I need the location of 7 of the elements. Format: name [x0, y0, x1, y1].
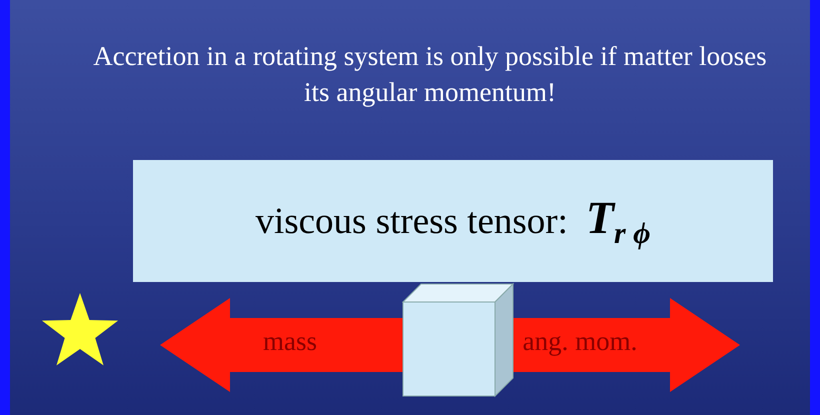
panel-label: viscous stress tensor:: [255, 200, 568, 242]
tensor-symbol: T$_{r ϕ}$: [586, 190, 651, 252]
arrow-label: ang. mom.: [522, 326, 638, 357]
text-panel: [133, 160, 773, 282]
arrow-label: mass: [263, 326, 317, 357]
heading: Accretion in a rotating system is only possible if matter looses its angular momentum!: [92, 40, 768, 109]
cube-drawing: [402, 282, 514, 398]
